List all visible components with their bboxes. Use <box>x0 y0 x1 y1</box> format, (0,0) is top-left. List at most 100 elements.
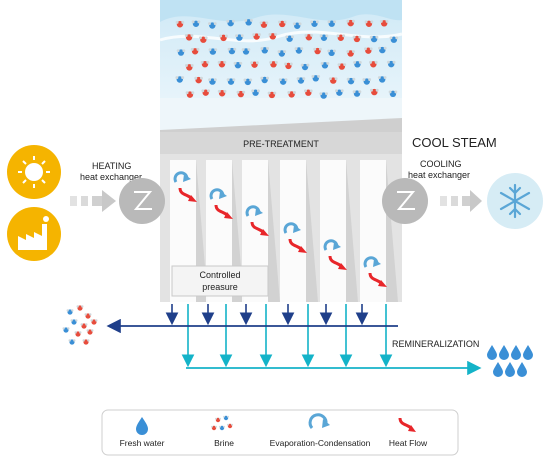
molecule <box>337 63 347 70</box>
molecule <box>244 18 253 26</box>
molecule <box>217 60 227 68</box>
molecule <box>252 33 261 40</box>
heat-flow-arrow <box>288 238 307 253</box>
molecule <box>335 89 344 96</box>
molecule <box>227 423 233 429</box>
molecule <box>378 46 387 54</box>
molecule <box>219 34 228 42</box>
molecule <box>76 305 84 311</box>
legend-box <box>101 409 459 456</box>
heating-exchanger-icon <box>119 178 165 224</box>
molecule <box>277 50 287 57</box>
molecule <box>198 36 208 43</box>
molecule <box>223 415 229 421</box>
legend-label-evaporation: Evaporation-Condensation <box>270 438 371 448</box>
molecule <box>379 19 389 27</box>
molecule <box>346 77 356 85</box>
brine-molecules-icon <box>211 415 233 431</box>
molecule <box>294 47 304 54</box>
remineralization-label: REMINERALIZATION <box>392 339 479 349</box>
molecule <box>236 90 246 98</box>
water-drop-icon <box>136 417 148 435</box>
outflow-arrows <box>165 304 393 368</box>
molecule <box>285 35 294 42</box>
molecule <box>320 61 330 69</box>
water-drop <box>493 362 503 377</box>
brine-molecules-cloud <box>175 18 399 99</box>
molecule <box>346 19 356 27</box>
molecule <box>207 22 217 29</box>
molecule <box>208 78 217 85</box>
molecule <box>241 48 251 55</box>
molecule <box>267 91 277 99</box>
sun-icon <box>7 145 61 199</box>
molecule <box>313 47 322 55</box>
molecule <box>296 77 306 84</box>
snowflake-icon <box>487 173 543 229</box>
molecule <box>208 48 218 55</box>
molecule <box>260 46 270 54</box>
molecule <box>364 20 374 27</box>
molecule <box>277 20 287 28</box>
molecule <box>227 47 237 55</box>
molecule <box>327 20 337 27</box>
stage-column <box>360 160 398 302</box>
molecule <box>377 76 387 83</box>
molecule <box>82 339 90 345</box>
molecule <box>304 33 314 41</box>
molecule <box>84 313 92 319</box>
molecule <box>191 20 201 27</box>
molecule <box>233 61 243 69</box>
molecule <box>200 60 210 68</box>
molecule <box>80 323 88 329</box>
molecule <box>336 34 346 41</box>
factory-icon <box>7 207 61 261</box>
molecule <box>217 89 227 97</box>
legend-label-brine: Brine <box>214 438 234 448</box>
evaporation-arrow <box>173 171 191 183</box>
molecule <box>243 78 253 86</box>
heat-flow-arrow <box>178 187 197 202</box>
cool-output-arrow <box>440 190 482 212</box>
molecule <box>319 92 328 99</box>
controlled-pressure-line1: Controlled <box>199 270 240 280</box>
molecule <box>369 35 379 43</box>
evaporation-arrow <box>323 239 341 251</box>
heat-flow-arrow <box>214 204 233 219</box>
molecule <box>362 78 372 85</box>
molecule <box>319 34 329 41</box>
water-drop <box>523 345 533 360</box>
heat-flow-arrow-icon <box>398 417 416 432</box>
molecule <box>386 60 396 68</box>
molecule <box>364 47 373 54</box>
evaporation-arrow <box>209 188 227 200</box>
stage-column <box>280 160 318 302</box>
molecule <box>292 22 302 29</box>
molecule <box>211 425 217 431</box>
molecule <box>369 60 378 68</box>
water-drop <box>511 345 521 360</box>
water-drop <box>517 362 527 377</box>
molecule <box>226 19 235 27</box>
molecule <box>90 319 98 325</box>
molecule <box>268 33 278 40</box>
water-drop <box>505 362 515 377</box>
molecule <box>287 91 296 98</box>
molecule <box>346 50 355 57</box>
molecule <box>201 89 211 96</box>
cooling-sublabel: heat exchanger <box>408 170 470 180</box>
molecule <box>185 91 195 98</box>
molecule <box>62 327 70 333</box>
seawater-block <box>159 0 403 132</box>
molecule <box>86 329 94 335</box>
molecule <box>304 89 313 96</box>
water-drop <box>499 345 509 360</box>
molecule <box>251 89 260 96</box>
molecule <box>184 34 194 41</box>
stage-column <box>320 160 358 302</box>
molecule <box>250 61 259 68</box>
molecule <box>352 90 362 97</box>
cooling-label: COOLING <box>420 159 462 169</box>
water-drop <box>487 345 497 360</box>
